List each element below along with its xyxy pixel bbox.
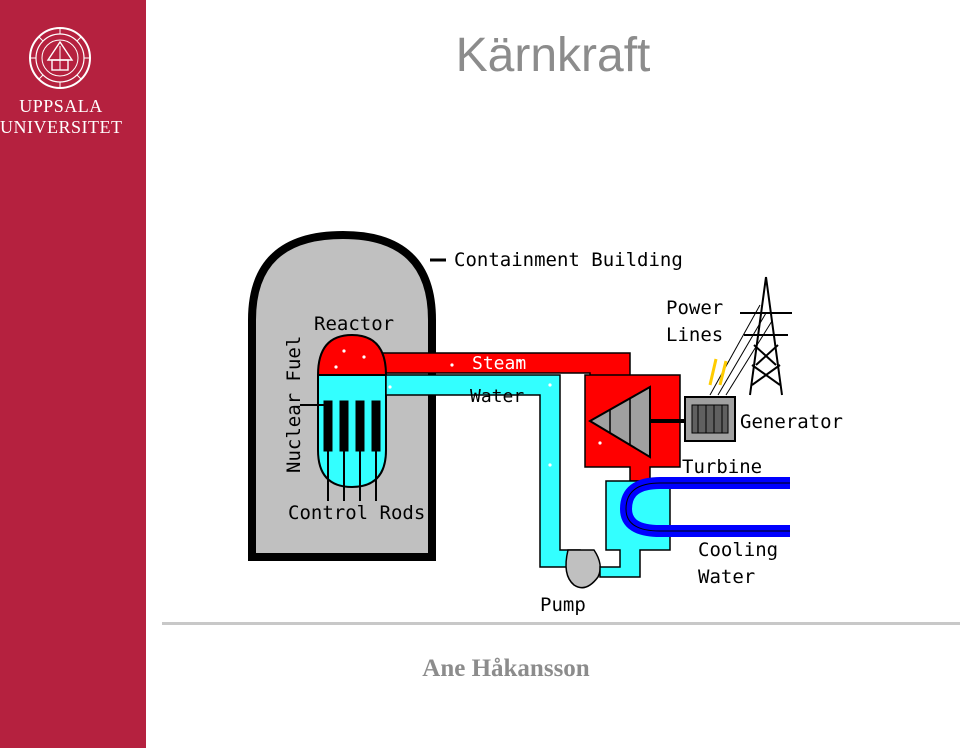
label-reactor: Reactor xyxy=(314,313,394,335)
power-lines xyxy=(709,304,773,396)
label-steam: Steam xyxy=(472,353,526,374)
university-name-line1: UPPSALA xyxy=(19,96,103,116)
nuclear-plant-diagram: Containment Building Reactor Nuclear Fue… xyxy=(248,230,843,616)
power-sparks xyxy=(708,358,728,386)
label-pump: Pump xyxy=(540,594,586,616)
footer-divider xyxy=(162,622,960,625)
control-rods xyxy=(323,400,381,501)
label-containment-building: Containment Building xyxy=(454,249,683,271)
pump xyxy=(565,549,601,589)
label-power: Power xyxy=(666,297,723,319)
particles xyxy=(334,349,602,467)
label-cooling-water: Water xyxy=(698,566,755,588)
label-cooling: Cooling xyxy=(698,539,778,561)
author-name: Ane Håkansson xyxy=(422,655,590,682)
university-seal-icon xyxy=(29,27,91,89)
label-generator: Generator xyxy=(740,411,843,433)
label-water: Water xyxy=(470,386,524,407)
label-lines: Lines xyxy=(666,324,723,346)
university-name-line2: UNIVERSITET xyxy=(0,117,123,137)
sidebar: UPPSALA UNIVERSITET xyxy=(0,0,146,748)
reactor-dome xyxy=(316,333,388,376)
slide-title: Kärnkraft xyxy=(455,29,651,82)
generator xyxy=(684,396,736,442)
label-turbine: Turbine xyxy=(682,456,762,478)
reactor-vessel xyxy=(317,374,387,489)
label-nuclear-fuel: Nuclear Fuel xyxy=(283,336,305,473)
transmission-tower-icon xyxy=(740,276,792,396)
label-control-rods: Control Rods xyxy=(288,502,425,524)
